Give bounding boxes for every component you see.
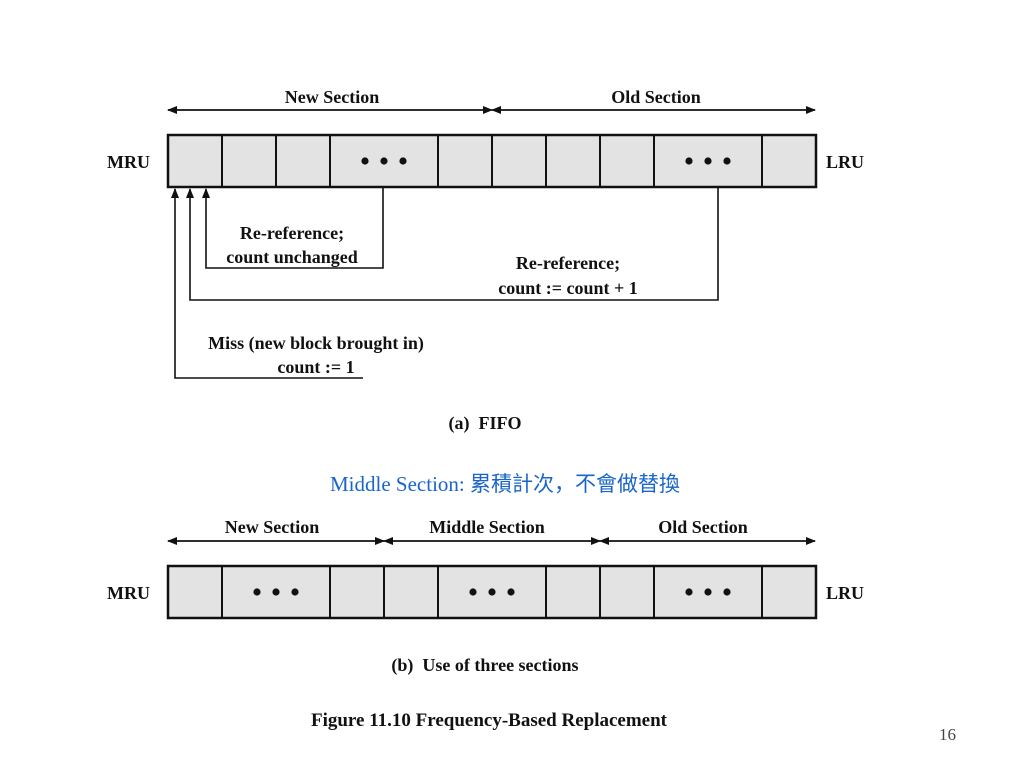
reref-increment-arrow (186, 187, 719, 301)
stack-cell (437, 134, 493, 188)
stack-cell (329, 565, 385, 619)
middle-section-note: Middle Section: 累積計次，不會做替換 (330, 472, 680, 496)
ellipsis-dots (685, 157, 731, 165)
stack-cell (167, 134, 223, 188)
ellipsis-dots (361, 157, 407, 165)
middle-section-label: Middle Section (429, 517, 545, 537)
caption-b: (b) Use of three sections (391, 655, 578, 676)
stack-cell (761, 565, 817, 619)
miss-arrow (171, 188, 363, 379)
old-section-label: Old Section (611, 87, 701, 107)
stack-cell (491, 134, 547, 188)
miss-line1: Miss (new block brought in) (208, 333, 424, 354)
stack-cell (221, 134, 277, 188)
ellipsis-dots (469, 588, 515, 596)
new-section-label: New Section (285, 87, 379, 107)
mru-label: MRU (107, 152, 150, 172)
mru-label: MRU (107, 583, 150, 603)
part-a-fifo: New Section Old Section MRU LRU Re (107, 87, 864, 434)
lru-label: LRU (826, 152, 864, 172)
stack-cell (599, 565, 655, 619)
stack-frame (166, 133, 818, 189)
stack-cell (545, 134, 601, 188)
reref-unchanged-line2: count unchanged (226, 247, 358, 267)
ellipsis-dots (253, 588, 299, 596)
stack-cell (167, 565, 223, 619)
caption-a: (a) FIFO (449, 413, 522, 434)
lru-label: LRU (826, 583, 864, 603)
stack-cell (545, 565, 601, 619)
figure-caption: Figure 11.10 Frequency-Based Replacement (311, 710, 668, 731)
stack-cell (761, 134, 817, 188)
reref-increment-line2: count := count + 1 (498, 278, 638, 298)
miss-line2: count := 1 (277, 357, 354, 377)
stack-cell (275, 134, 331, 188)
reref-unchanged-line1: Re-reference; (240, 223, 344, 243)
old-section-label: Old Section (658, 517, 748, 537)
reref-unchanged-arrow (202, 187, 384, 269)
fifo-stack (166, 133, 818, 189)
part-b-three-sections: New Section Middle Section Old Section (107, 517, 864, 676)
page-number: 16 (939, 725, 956, 744)
stack-cell (599, 134, 655, 188)
stack-cell (383, 565, 439, 619)
reref-increment-line1: Re-reference; (516, 253, 620, 273)
three-section-stack (166, 564, 818, 620)
stack-frame (166, 564, 818, 620)
new-section-label: New Section (225, 517, 319, 537)
ellipsis-dots (685, 588, 731, 596)
